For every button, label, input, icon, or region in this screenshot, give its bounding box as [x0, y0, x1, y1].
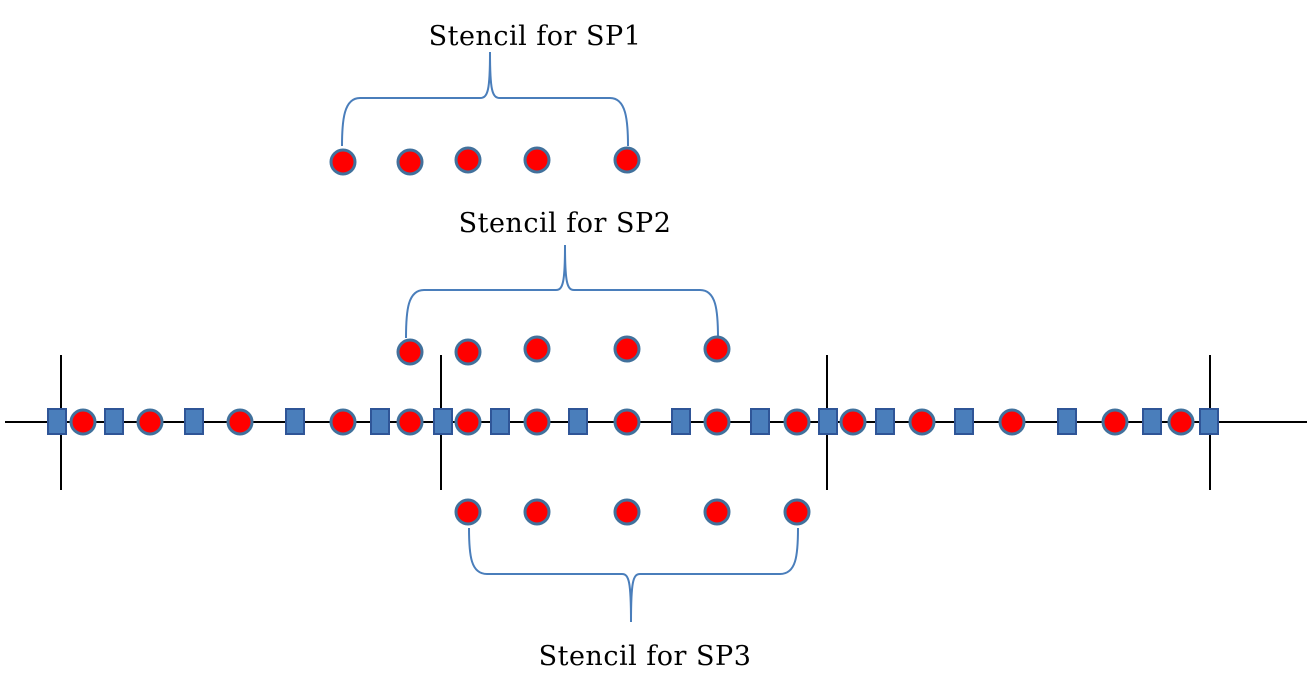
solution-point [454, 408, 482, 436]
solution-point [396, 408, 424, 436]
stencil-sp1-point [454, 146, 482, 174]
flux-point [954, 408, 974, 435]
flux-point [184, 408, 204, 435]
stencil-sp1-points [329, 146, 641, 176]
stencil-sp1-label: Stencil for SP1 [429, 21, 642, 52]
stencil-sp2-point [396, 338, 424, 366]
stencil-sp3-point [454, 498, 482, 526]
stencil-sp2-points [396, 335, 731, 366]
solution-point [523, 408, 551, 436]
stencil-sp2-point [454, 338, 482, 366]
flux-point [750, 408, 770, 435]
solution-point [226, 408, 254, 436]
stencil-sp2-point [613, 335, 641, 363]
stencil-sp2-point [703, 335, 731, 363]
solution-point [329, 408, 357, 436]
stencil-sp2-label: Stencil for SP2 [459, 208, 672, 239]
stencil-sp3-points [454, 498, 811, 526]
flux-point [671, 408, 691, 435]
solution-point [783, 408, 811, 436]
solution-points [69, 408, 1195, 436]
flux-point [370, 408, 390, 435]
stencil-sp3-point [613, 498, 641, 526]
stencil-sp3-point [783, 498, 811, 526]
solution-point [998, 408, 1026, 436]
stencil-sp3: Stencil for SP3 [454, 498, 811, 672]
stencil-sp2: Stencil for SP2 [396, 208, 731, 366]
flux-point [104, 408, 124, 435]
solution-point [839, 408, 867, 436]
solution-point [69, 408, 97, 436]
solution-point [1101, 408, 1129, 436]
flux-point [1199, 408, 1219, 435]
stencil-sp3-point [703, 498, 731, 526]
stencil-sp1-point [396, 148, 424, 176]
flux-point [818, 408, 838, 435]
stencil-sp1-point [523, 146, 551, 174]
stencil-sp1: Stencil for SP1 [329, 21, 642, 176]
stencil-sp3-brace [468, 527, 799, 623]
flux-point [568, 408, 588, 435]
solution-point [908, 408, 936, 436]
flux-point [47, 408, 67, 435]
solution-point [136, 408, 164, 436]
solution-point [613, 408, 641, 436]
flux-points [47, 408, 1219, 435]
stencil-sp2-brace [405, 244, 719, 339]
flux-point [433, 408, 453, 435]
solution-point [1167, 408, 1195, 436]
solution-point [703, 408, 731, 436]
stencil-sp3-point [523, 498, 551, 526]
stencil-sp3-label: Stencil for SP3 [539, 641, 752, 672]
stencil-sp2-point [523, 335, 551, 363]
flux-point [1057, 408, 1077, 435]
stencil-sp1-brace [341, 51, 629, 147]
flux-point [1142, 408, 1162, 435]
flux-point [285, 408, 305, 435]
stencil-sp1-point [329, 148, 357, 176]
flux-point [490, 408, 510, 435]
flux-point [875, 408, 895, 435]
stencil-sp1-point [613, 146, 641, 174]
